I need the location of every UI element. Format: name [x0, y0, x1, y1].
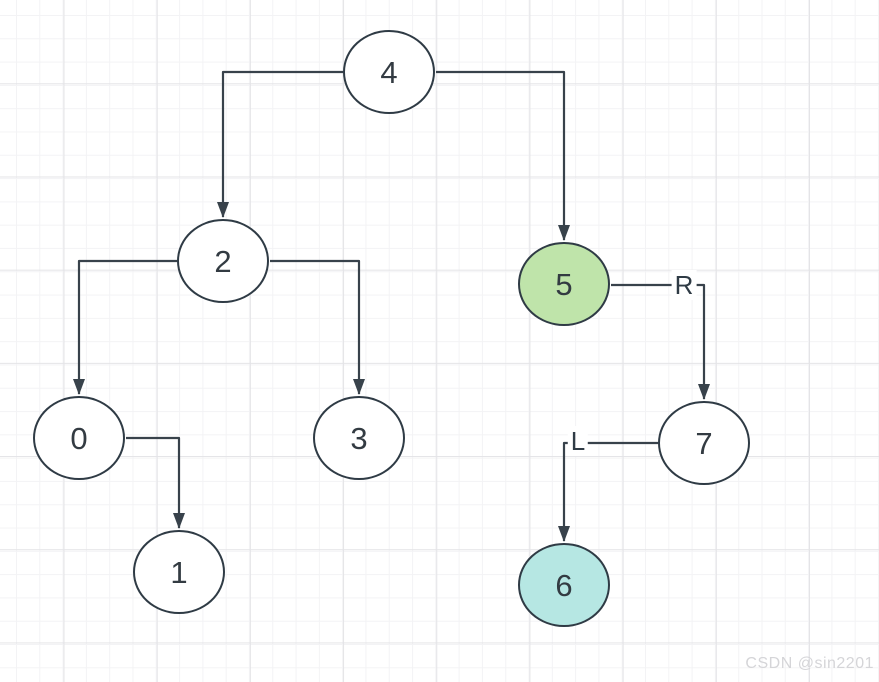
node-2-label: 2 [214, 243, 232, 279]
watermark: CSDN @sin2201 [745, 655, 874, 672]
tree-node-5: 5 [518, 242, 610, 326]
edge-label-right: R [671, 270, 697, 300]
tree-node-3: 3 [313, 396, 405, 480]
tree-node-0: 0 [33, 396, 125, 480]
edge-label-left: L [567, 426, 589, 456]
edge-0-to-1 [126, 436, 185, 529]
tree-node-6: 6 [518, 543, 610, 627]
tree-node-1: 1 [133, 530, 225, 614]
edge-4-to-5 [436, 70, 570, 241]
tree-node-2: 2 [177, 219, 269, 303]
node-7-label: 7 [695, 425, 713, 461]
node-4-label: 4 [380, 54, 398, 90]
tree-node-7: 7 [658, 401, 750, 485]
node-3-label: 3 [350, 420, 368, 456]
edge-2-to-0 [73, 259, 177, 395]
node-5-label: 5 [555, 266, 573, 302]
edge-7-to-6 [558, 441, 658, 542]
node-6-label: 6 [555, 567, 573, 603]
node-0-label: 0 [70, 420, 88, 456]
edge-2-to-3 [270, 259, 365, 395]
edge-4-to-2 [217, 70, 343, 218]
node-1-label: 1 [170, 554, 188, 590]
tree-node-4: 4 [343, 30, 435, 114]
edge-5-to-7 [611, 283, 710, 400]
